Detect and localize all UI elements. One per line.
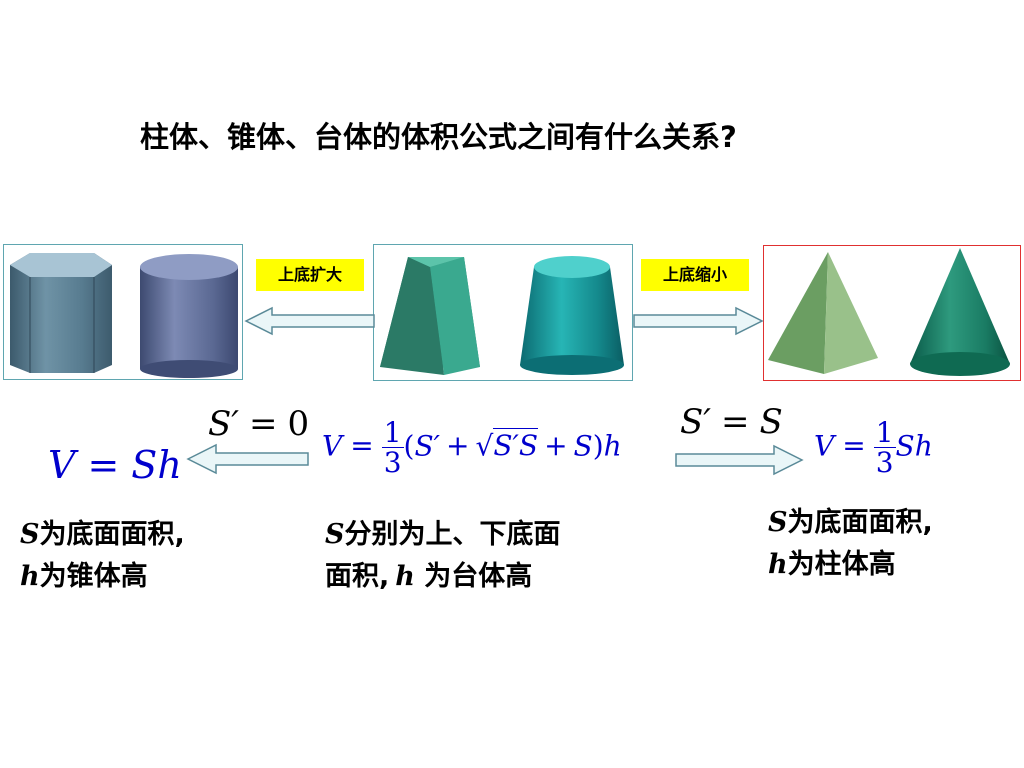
hexagonal-prism-icon xyxy=(10,253,112,373)
pyramid-frustum-icon xyxy=(380,257,480,375)
condition-s-prime-zero: S′=0 xyxy=(208,404,310,444)
right-arrow-icon xyxy=(633,306,764,336)
pyramid-cone-panel xyxy=(763,245,1021,381)
shrink-top-base-label: 上底缩小 xyxy=(641,259,749,291)
lower-left-arrow-icon xyxy=(186,443,309,475)
frustum-figure xyxy=(380,256,624,375)
prism-cylinder-panel xyxy=(3,244,243,380)
prism-volume-formula: V=Sh xyxy=(48,443,182,487)
prism-cylinder-figure xyxy=(10,253,238,378)
cone-frustum-icon xyxy=(520,256,624,375)
pyramid-icon xyxy=(768,252,878,374)
pyramid-note: S为底面面积, h为柱体高 xyxy=(768,507,933,580)
page-title: 柱体、锥体、台体的体积公式之间有什么关系? xyxy=(140,120,737,154)
prism-note: S为底面面积, h为锥体高 xyxy=(20,519,185,592)
frustum-panel xyxy=(373,244,633,381)
enlarge-top-base-label: 上底扩大 xyxy=(256,259,364,291)
lower-right-arrow-icon xyxy=(675,444,804,476)
frustum-note: S分别为上、下底面 面积,h 为台体高 xyxy=(325,519,561,592)
cone-icon xyxy=(910,248,1010,376)
sqrt-icon: √ xyxy=(475,429,494,463)
condition-s-prime-equals-s: S′=S xyxy=(680,402,783,442)
pyramid-cone-figure xyxy=(768,248,1010,376)
cylinder-icon xyxy=(140,254,238,378)
left-arrow-icon xyxy=(244,306,375,336)
